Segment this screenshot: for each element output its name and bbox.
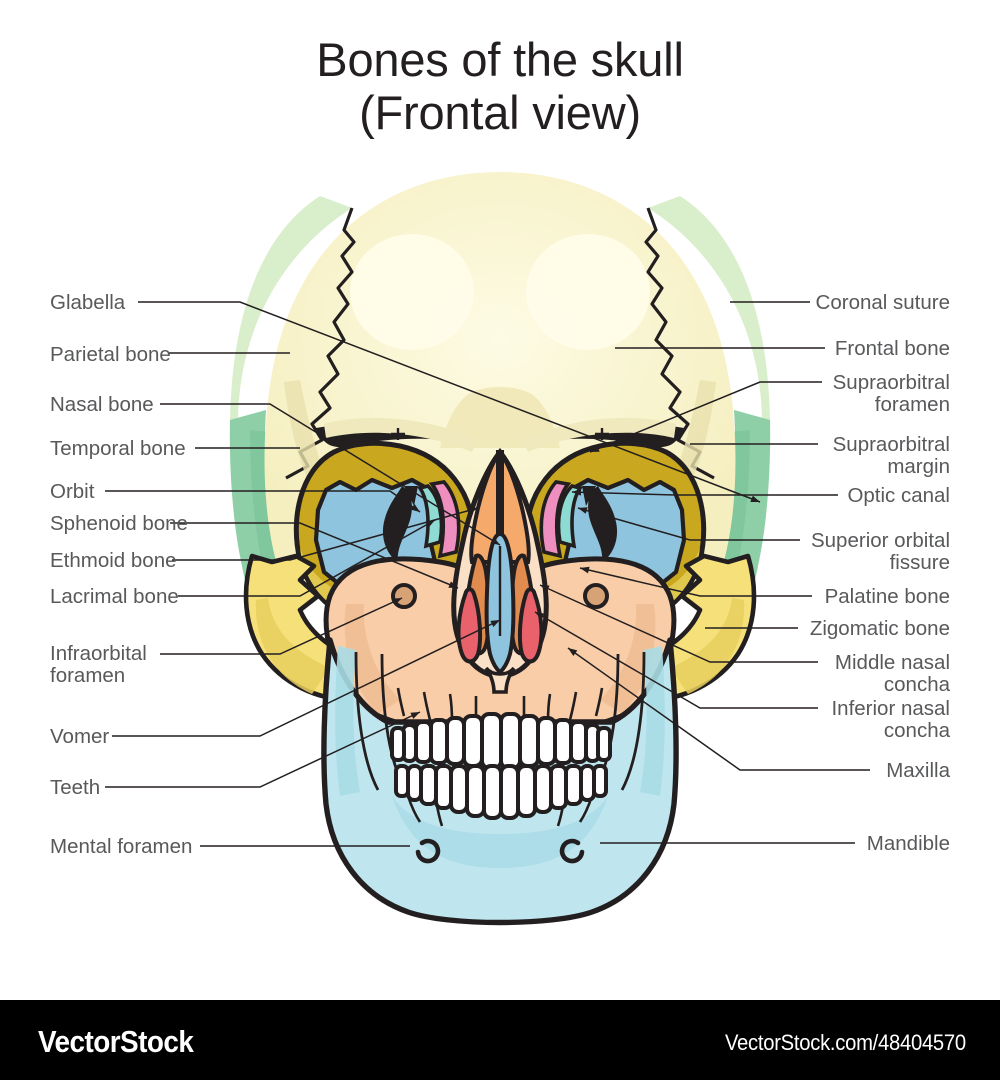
label-palatine-bone: Palatine bone [824, 585, 950, 608]
label-vomer: Vomer [50, 725, 110, 748]
label-sphenoid-bone: Sphenoid bone [50, 512, 188, 535]
leader-arrow-supraorbital-foramen [590, 445, 600, 452]
leader-arrow-glabella [750, 495, 760, 502]
lower-teeth [394, 764, 608, 820]
leader-arrow-sphenoid-bone [448, 581, 458, 588]
inferior-nasal-concha-right [517, 587, 544, 664]
label-glabella: Glabella [50, 291, 126, 314]
leader-arrow-ethmoid-bone [468, 507, 478, 514]
label-nasal-bone: Nasal bone [50, 393, 154, 416]
leader-middle-nasal-concha [539, 584, 818, 663]
supraorbital-foramen-left [391, 428, 405, 440]
label-supraorbital-foramen: Supraorbitral foramen [832, 371, 950, 416]
leader-glabella [138, 301, 761, 503]
title-line-1: Bones of the skull [316, 33, 684, 86]
label-infraorbital-foramen: Infraorbital foramen [50, 642, 147, 687]
anterior-nasal-spine [484, 666, 516, 694]
nasal-bone-right [495, 450, 531, 564]
zygomatic-bone-right-shade [670, 598, 745, 694]
leader-arrow-middle-nasal-concha [540, 585, 550, 592]
label-coronal-suture: Coronal suture [815, 291, 950, 314]
leader-orbit [105, 490, 421, 513]
leader-arrow-teeth [410, 712, 420, 719]
brow-highlight-right [522, 417, 676, 452]
teeth-group [390, 712, 612, 820]
leader-lines [105, 301, 870, 847]
label-frontal-bone: Frontal bone [834, 337, 950, 360]
label-superior-orbital-fissure: Superior orbital fissure [810, 529, 950, 574]
leader-supraorbital-foramen [589, 381, 822, 453]
leader-arrow-inferior-nasal-concha [535, 612, 545, 620]
label-maxilla: Maxilla [886, 759, 950, 782]
leader-superior-orbital-fissure [577, 507, 800, 541]
leader-arrow-superior-orbital-fissure [578, 507, 588, 514]
leader-arrow-nasal-bone [490, 537, 500, 545]
leader-arrow-palatine-bone [580, 566, 590, 574]
nasal-bone-left [469, 450, 505, 564]
coronal-suture-left [285, 207, 356, 480]
frontal-eminence-left [350, 234, 474, 350]
leader-optic-canal [571, 491, 838, 496]
inferior-nasal-concha-left [456, 587, 483, 664]
lacrimal-bone-right [539, 480, 572, 559]
label-optic-canal: Optic canal [847, 484, 950, 507]
label-zygomatic-bone: Zigomatic bone [809, 617, 950, 640]
leader-vomer [112, 619, 501, 737]
leader-arrow-infraorbital-foramen [392, 598, 402, 605]
illustration-canvas: Bones of the skull (Frontal view) [0, 33, 1000, 926]
mental-foramen-right [559, 838, 585, 864]
label-mental-foramen: Mental foramen [50, 835, 193, 858]
leader-arrow-maxilla [568, 648, 578, 656]
leader-arrow-vomer [490, 620, 500, 627]
label-parietal-bone: Parietal bone [50, 343, 171, 366]
superior-orbital-fissure-right [556, 484, 583, 549]
leader-sphenoid-bone [170, 522, 459, 589]
leader-palatine-bone [579, 567, 812, 597]
label-lacrimal-bone: Lacrimal bone [50, 585, 179, 608]
leader-arrow-optic-canal [572, 488, 582, 496]
label-middle-nasal-concha: Middle nasal concha [834, 651, 950, 696]
vectorstock-logo: VectorStock [38, 1024, 194, 1059]
label-teeth: Teeth [50, 776, 101, 799]
maxilla-shade-left [344, 604, 400, 714]
label-inferior-nasal-concha: Inferior nasal concha [831, 697, 950, 742]
upper-teeth [390, 712, 612, 770]
title-line-2: (Frontal view) [359, 85, 641, 139]
label-mandible: Mandible [866, 832, 950, 855]
parietal-bone-left [229, 196, 352, 556]
leader-teeth [105, 711, 421, 788]
mental-foramen-left [415, 838, 441, 864]
label-temporal-bone: Temporal bone [50, 437, 186, 460]
frontal-eminence-right [526, 234, 650, 350]
lacrimal-bone-left [428, 480, 461, 559]
skull-diagram [105, 172, 870, 926]
leader-lacrimal-bone [178, 519, 436, 597]
glabella [440, 387, 560, 448]
leader-maxilla [567, 647, 870, 771]
zygomatic-bone-left-shade [255, 598, 330, 694]
parietal-bone-right [648, 196, 771, 556]
page-title: Bones of the skull (Frontal view) [0, 33, 1000, 139]
leader-nasal-bone [160, 403, 501, 546]
leader-arrow-orbit [410, 504, 420, 512]
brow-highlight-left [324, 417, 478, 452]
label-orbit: Orbit [50, 480, 95, 503]
footer-bar: VectorStock VectorStock.com/48404570 [0, 1000, 1000, 1080]
vectorstock-url: VectorStock.com/48404570 [725, 1030, 966, 1055]
label-ethmoid-bone: Ethmoid bone [50, 549, 177, 572]
infraorbital-foramen-right [583, 583, 609, 609]
optic-canal-right [582, 486, 618, 562]
leader-infraorbital-foramen [160, 597, 403, 655]
leader-ethmoid-bone [172, 507, 479, 561]
leader-arrow-lacrimal-bone [425, 520, 435, 528]
label-supraorbital-margin: Supraorbitral margin [832, 433, 950, 478]
leader-inferior-nasal-concha [534, 611, 818, 709]
superior-orbital-fissure-left [417, 484, 444, 549]
mandible-body-shade [392, 796, 608, 868]
mandible-ramus-left [335, 646, 360, 796]
leader-arrowheads [392, 445, 760, 719]
supraorbital-foramen-right [595, 428, 609, 440]
